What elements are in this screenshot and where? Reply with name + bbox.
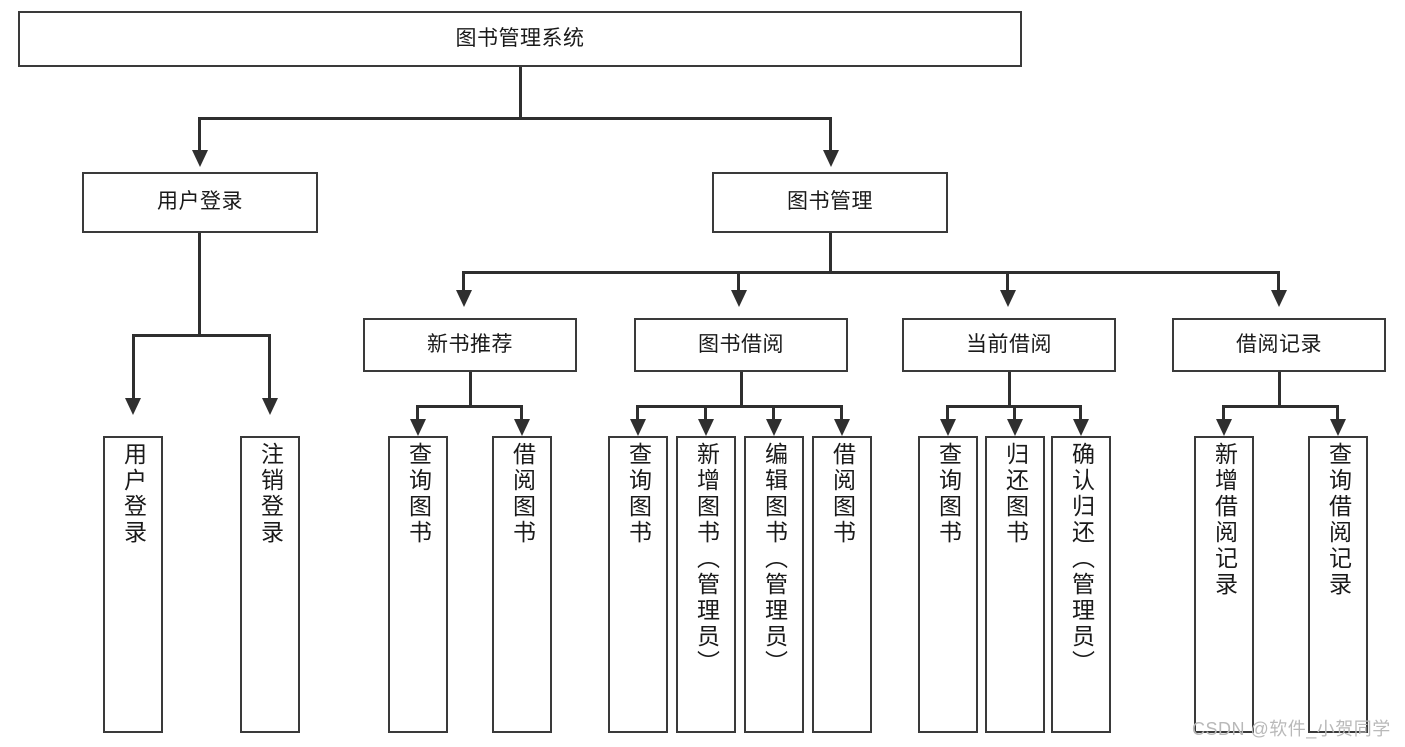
arrowhead-borrow-record-child-1 — [1216, 419, 1232, 436]
leaf-borrow-book-recommend[interactable]: 借阅图书 — [492, 436, 552, 733]
arrowhead-book-borrow-child-1 — [630, 419, 646, 436]
arrowhead-book-manage-child-2 — [731, 290, 747, 307]
arrowhead-new-book-child-2 — [514, 419, 530, 436]
arrowhead-current-borrow-child-2 — [1007, 419, 1023, 436]
node-label: 借阅图书 — [509, 442, 536, 546]
edge-new-book-bus — [416, 405, 523, 408]
node-label: 确认归还（管理员） — [1068, 442, 1095, 676]
edge-book-borrow-stem — [740, 372, 743, 408]
node-book-borrow[interactable]: 图书借阅 — [634, 318, 848, 372]
node-label: 注销登录 — [257, 442, 284, 546]
edge-root-stem — [519, 67, 522, 119]
node-label: 编辑图书（管理员） — [761, 442, 788, 676]
node-label: 用户登录 — [157, 190, 243, 214]
edge-book-borrow-child-3 — [772, 405, 775, 423]
arrowhead-book-manage-child-1 — [456, 290, 472, 307]
edge-book-manage-child-3 — [1006, 271, 1009, 293]
node-label: 新增借阅记录 — [1211, 442, 1238, 598]
node-label: 用户登录 — [120, 442, 147, 546]
edge-current-borrow-child-1 — [946, 405, 949, 423]
arrowhead-book-borrow-child-4 — [834, 419, 850, 436]
leaf-query-book-recommend[interactable]: 查询图书 — [388, 436, 448, 733]
arrowhead-book-manage-child-3 — [1000, 290, 1016, 307]
edge-new-book-child-1 — [416, 405, 419, 423]
edge-current-borrow-child-2 — [1013, 405, 1016, 423]
node-book-management[interactable]: 图书管理 — [712, 172, 948, 233]
node-user-login[interactable]: 用户登录 — [82, 172, 318, 233]
leaf-borrow-book[interactable]: 借阅图书 — [812, 436, 872, 733]
edge-book-borrow-child-1 — [636, 405, 639, 423]
node-label: 查询图书 — [625, 442, 652, 546]
edge-book-manage-stem — [829, 233, 832, 273]
arrowhead-user-login-child-2 — [262, 398, 278, 415]
edge-user-login-child-1 — [132, 334, 135, 400]
edge-current-borrow-stem — [1008, 372, 1011, 408]
edge-book-manage-child-1 — [462, 271, 465, 293]
node-borrow-record[interactable]: 借阅记录 — [1172, 318, 1386, 372]
node-label: 查询图书 — [405, 442, 432, 546]
leaf-user-login[interactable]: 用户登录 — [103, 436, 163, 733]
arrowhead-user-login-child-1 — [125, 398, 141, 415]
edge-book-manage-bus — [462, 271, 1280, 274]
watermark-text: CSDN @软件_小贺同学 — [1192, 719, 1391, 739]
leaf-query-book-borrow[interactable]: 查询图书 — [608, 436, 668, 733]
edge-user-login-child-2 — [268, 334, 271, 400]
node-label: 新书推荐 — [427, 332, 513, 356]
arrowhead-book-borrow-child-3 — [766, 419, 782, 436]
node-root-system[interactable]: 图书管理系统 — [18, 11, 1022, 67]
edge-to-user-login — [198, 117, 201, 153]
node-label: 借阅记录 — [1236, 332, 1322, 356]
node-label: 归还图书 — [1002, 442, 1029, 546]
arrowhead-borrow-record-child-2 — [1330, 419, 1346, 436]
arrowhead-book-manage-child-4 — [1271, 290, 1287, 307]
edge-book-borrow-child-4 — [840, 405, 843, 423]
edge-new-book-stem — [469, 372, 472, 408]
edge-new-book-child-2 — [520, 405, 523, 423]
edge-borrow-record-bus — [1222, 405, 1338, 408]
node-label: 查询图书 — [935, 442, 962, 546]
edge-current-borrow-child-3 — [1079, 405, 1082, 423]
arrowhead-current-borrow-child-3 — [1073, 419, 1089, 436]
leaf-return-book[interactable]: 归还图书 — [985, 436, 1045, 733]
node-label: 图书管理系统 — [455, 26, 585, 50]
edge-user-login-stem — [198, 233, 201, 337]
arrowhead-to-user-login — [192, 150, 208, 167]
node-label: 新增图书（管理员） — [693, 442, 720, 676]
arrowhead-to-book-manage — [823, 150, 839, 167]
arrowhead-book-borrow-child-2 — [698, 419, 714, 436]
leaf-logout-login[interactable]: 注销登录 — [240, 436, 300, 733]
leaf-add-book-admin[interactable]: 新增图书（管理员） — [676, 436, 736, 733]
node-current-borrow[interactable]: 当前借阅 — [902, 318, 1116, 372]
edge-borrow-record-child-2 — [1336, 405, 1339, 423]
node-label: 图书管理 — [787, 190, 873, 214]
edge-book-manage-child-4 — [1277, 271, 1280, 293]
edge-borrow-record-child-1 — [1222, 405, 1225, 423]
leaf-add-borrow-record[interactable]: 新增借阅记录 — [1194, 436, 1254, 733]
edge-root-bus — [198, 117, 832, 120]
node-label: 当前借阅 — [966, 332, 1052, 356]
leaf-query-book-current[interactable]: 查询图书 — [918, 436, 978, 733]
node-label: 图书借阅 — [698, 332, 784, 356]
leaf-query-borrow-record[interactable]: 查询借阅记录 — [1308, 436, 1368, 733]
node-label: 借阅图书 — [829, 442, 856, 546]
leaf-edit-book-admin[interactable]: 编辑图书（管理员） — [744, 436, 804, 733]
leaf-confirm-return-admin[interactable]: 确认归还（管理员） — [1051, 436, 1111, 733]
arrowhead-new-book-child-1 — [410, 419, 426, 436]
node-new-book-recommend[interactable]: 新书推荐 — [363, 318, 577, 372]
edge-book-borrow-child-2 — [704, 405, 707, 423]
arrowhead-current-borrow-child-1 — [940, 419, 956, 436]
edge-book-borrow-bus — [636, 405, 843, 408]
edge-borrow-record-stem — [1278, 372, 1281, 408]
edge-book-manage-child-2 — [737, 271, 740, 293]
edge-user-login-bus — [132, 334, 268, 337]
node-label: 查询借阅记录 — [1325, 442, 1352, 598]
edge-to-book-manage — [829, 117, 832, 153]
